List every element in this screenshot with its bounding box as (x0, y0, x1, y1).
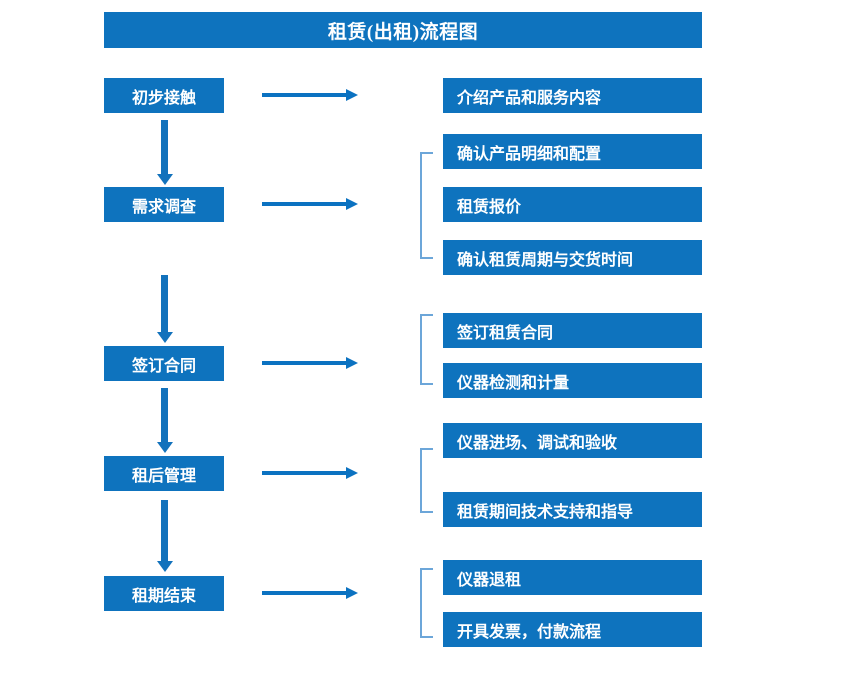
arrow-head (346, 467, 358, 479)
arrow-head (346, 198, 358, 210)
page-title: 租赁(出租)流程图 (104, 12, 702, 48)
detail-box-5[interactable]: 签订租赁合同 (443, 313, 702, 348)
detail-arrow-5 (262, 587, 358, 599)
detail-box-6[interactable]: 仪器检测和计量 (443, 363, 702, 398)
detail-arrow-1 (262, 89, 358, 101)
stage-box-3[interactable]: 签订合同 (104, 346, 224, 381)
arrow-shaft (262, 202, 346, 206)
detail-box-8[interactable]: 租赁期间技术支持和指导 (443, 492, 702, 527)
detail-box-3[interactable]: 租赁报价 (443, 187, 702, 222)
detail-box-7[interactable]: 仪器进场、调试和验收 (443, 423, 702, 458)
arrow-shaft (262, 361, 346, 365)
detail-arrow-4 (262, 467, 358, 479)
arrow-head (346, 357, 358, 369)
stage-box-4[interactable]: 租后管理 (104, 456, 224, 491)
stage-box-1[interactable]: 初步接触 (104, 78, 224, 113)
detail-box-2[interactable]: 确认产品明细和配置 (443, 134, 702, 169)
arrow-head (346, 587, 358, 599)
arrow-head (346, 89, 358, 101)
arrow-head (157, 561, 173, 572)
arrow-shaft (262, 471, 346, 475)
detail-box-4[interactable]: 确认租赁周期与交货时间 (443, 240, 702, 275)
arrow-shaft (161, 500, 168, 561)
stage-arrow-2-to-3 (157, 275, 173, 343)
detail-arrow-2 (262, 198, 358, 210)
detail-box-9[interactable]: 仪器退租 (443, 560, 702, 595)
arrow-shaft (161, 120, 168, 174)
arrow-shaft (161, 388, 168, 442)
group-bracket-termination (420, 568, 433, 638)
stage-box-2[interactable]: 需求调查 (104, 187, 224, 222)
group-bracket-requirements (420, 152, 433, 259)
arrow-head (157, 442, 173, 453)
group-bracket-aftercare (420, 448, 433, 513)
detail-box-1[interactable]: 介绍产品和服务内容 (443, 78, 702, 113)
detail-arrow-3 (262, 357, 358, 369)
arrow-shaft (161, 275, 168, 332)
detail-box-10[interactable]: 开具发票，付款流程 (443, 612, 702, 647)
arrow-head (157, 174, 173, 185)
stage-arrow-3-to-4 (157, 388, 173, 453)
arrow-head (157, 332, 173, 343)
arrow-shaft (262, 93, 346, 97)
stage-arrow-1-to-2 (157, 120, 173, 185)
stage-box-5[interactable]: 租期结束 (104, 576, 224, 611)
stage-arrow-4-to-5 (157, 500, 173, 572)
arrow-shaft (262, 591, 346, 595)
group-bracket-contract (420, 314, 433, 385)
